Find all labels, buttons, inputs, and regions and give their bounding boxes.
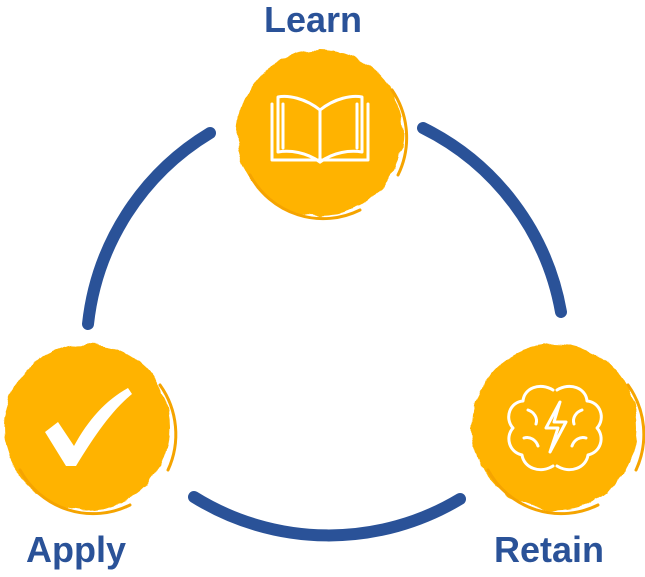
apply-label: Apply <box>26 529 127 570</box>
arc-learn-to-retain <box>417 122 567 318</box>
learn-node <box>237 50 409 221</box>
apply-badge-brush <box>18 383 178 516</box>
retain-node <box>472 344 645 516</box>
checkmark-icon <box>45 388 132 466</box>
learn-badge-brush <box>248 88 409 221</box>
learn-label: Learn <box>264 0 363 40</box>
retain-label: Retain <box>494 529 605 570</box>
cycle-arcs <box>82 122 567 542</box>
arc-apply-to-learn <box>82 127 216 330</box>
open-book-icon <box>270 94 370 164</box>
retain-badge-brush <box>486 383 645 516</box>
brain-lightning-icon <box>507 385 603 471</box>
arc-retain-to-apply <box>188 491 466 542</box>
apply-node <box>4 344 178 516</box>
